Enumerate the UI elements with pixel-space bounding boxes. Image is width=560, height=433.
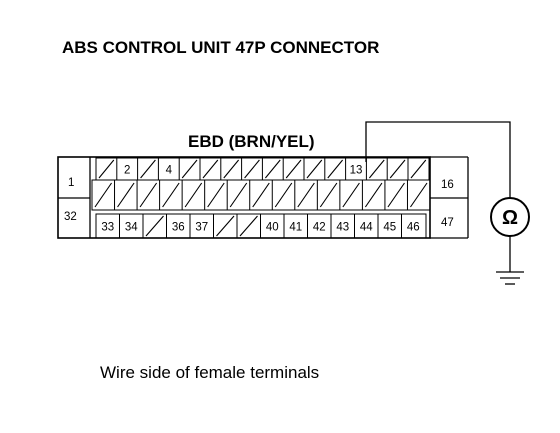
terminal-cell: 44 [354,214,373,238]
terminal-cell [282,158,302,180]
terminal-cell: 41 [283,214,302,238]
terminal-cell [316,180,338,210]
terminal-cell [406,180,428,210]
probe-wire [365,121,511,198]
terminal-cell [361,180,383,210]
terminal-number: 2 [124,164,130,176]
terminal-cell [199,158,219,180]
terminal-cell [386,158,406,180]
terminal-cell [94,182,112,208]
terminal-number: 42 [313,221,326,233]
terminal-cell: 37 [189,214,208,238]
terminal-number: 33 [101,221,114,233]
terminal-number: 43 [336,221,349,233]
terminal-cell [226,180,248,210]
terminal-cell: 45 [377,214,396,238]
terminal-number: 40 [266,221,279,233]
terminal-cell: 13 [345,158,363,180]
terminal-cell [384,180,405,210]
terminal-cell [98,159,115,179]
terminal-number: 45 [383,221,396,233]
pin-label-47: 47 [441,217,454,229]
terminal-cell [136,180,158,210]
terminal-number: 41 [289,221,302,233]
pin-label-16: 16 [441,179,454,191]
terminal-cell [261,158,281,180]
terminal-cell: 34 [119,214,138,238]
terminal-cell [204,180,225,210]
terminal-number: 37 [195,221,208,233]
ohmmeter-icon: Ω [490,197,530,237]
terminal-cell: 33 [101,221,114,233]
ohm-symbol: Ω [502,207,518,229]
terminal-cell [236,214,258,238]
terminal-row-top: 2 4 13 [98,158,427,180]
terminal-number: 13 [350,164,363,176]
terminal-cell [294,180,315,210]
terminal-cell [178,158,198,180]
terminal-cell: 2 [116,158,130,180]
terminal-cell [114,180,135,210]
terminal-cell [303,158,323,180]
terminal-cell: 46 [401,214,420,238]
terminal-cell: 42 [307,214,326,238]
diagram-caption: Wire side of female terminals [100,363,319,382]
terminal-row-middle [94,180,428,210]
terminal-number: 36 [172,221,185,233]
terminal-number: 34 [125,221,138,233]
pin-label-1: 1 [68,177,74,189]
pin-label-32: 32 [64,211,77,223]
terminal-cell: 40 [260,214,279,238]
terminal-number: 46 [407,221,420,233]
terminal-cell [137,158,156,180]
terminal-cell [365,158,385,180]
ground-icon [496,236,524,285]
terminal-cell [220,158,240,180]
terminal-cell [241,158,260,180]
diagram-title: ABS CONTROL UNIT 47P CONNECTOR [62,38,379,57]
terminal-cell: 43 [330,214,349,238]
terminal-cell [271,180,293,210]
terminal-cell: 36 [166,214,185,238]
terminal-cell [213,214,235,238]
terminal-cell [249,180,270,210]
terminal-number: 4 [166,164,173,176]
terminal-number: 44 [360,221,373,233]
terminal-cell [142,214,164,238]
terminal-cell [407,158,427,180]
terminal-row-bottom: 33 34 36 37 40 41 42 43 44 45 46 [101,214,420,238]
terminal-cell [339,180,360,210]
terminal-cell [159,180,180,210]
terminal-cell [181,180,203,210]
terminal-cell [324,158,344,180]
terminal-cell: 4 [157,158,173,180]
wire-label: EBD (BRN/YEL) [188,132,315,151]
